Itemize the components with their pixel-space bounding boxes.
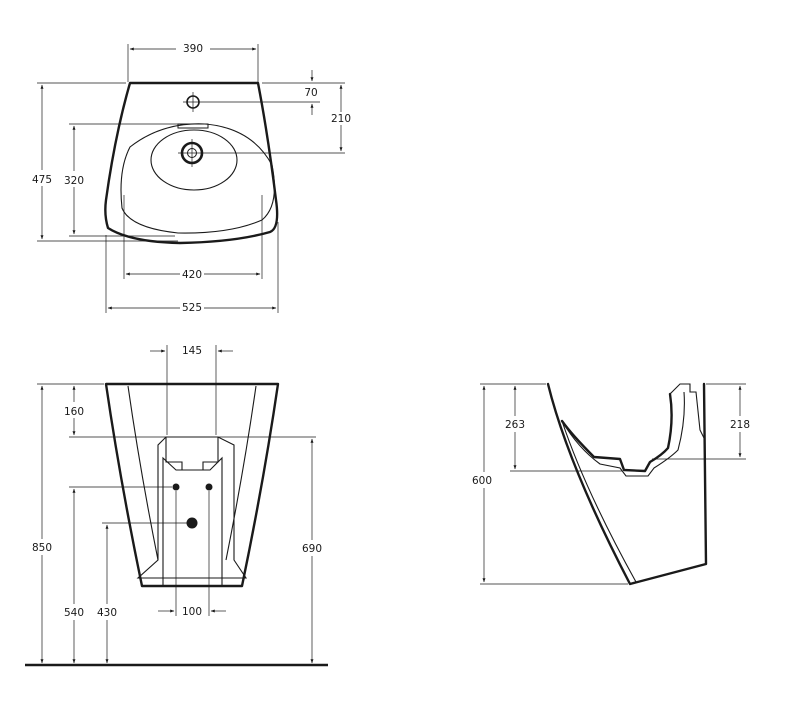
dim-width-top: 390 (183, 43, 203, 55)
top-view: 390 70 210 475 320 420 525 (32, 43, 351, 314)
side-view-bowl-profile (560, 392, 673, 473)
supply-hole-left (172, 483, 180, 491)
top-view-rim-ring (120, 123, 275, 234)
dim-bracket-height: 160 (64, 406, 84, 418)
front-view-right-inner-edge (225, 385, 257, 561)
dim-overall-projection: 600 (472, 475, 492, 487)
bowl-basin (150, 129, 238, 191)
dim-tap-hole-offset: 70 (304, 87, 317, 99)
dim-bowl-length: 320 (64, 175, 84, 187)
front-view-outer-outline (104, 382, 280, 588)
front-view-left-inner-edge (127, 385, 159, 561)
pedestal-inner (162, 456, 223, 585)
dim-overall-depth: 475 (32, 174, 52, 186)
waste-hole (186, 517, 198, 529)
dim-bracket-spacing: 145 (182, 345, 202, 357)
dim-overall-width: 525 (182, 302, 202, 314)
pedestal-bracket (165, 437, 219, 470)
dim-bowl-width: 420 (182, 269, 202, 281)
dim-supply-spacing: 100 (182, 606, 202, 618)
dim-bowl-depth: 263 (505, 419, 525, 431)
dim-rim-to-trap: 218 (730, 419, 750, 431)
side-view-bowl-inner (561, 391, 685, 477)
dim-pedestal-height: 690 (302, 543, 322, 555)
dim-bowl-depth-to-waste: 210 (331, 113, 351, 125)
dim-overall-height: 850 (32, 542, 52, 554)
side-view-outer-outline (546, 382, 708, 586)
front-view: 145 160 850 690 540 430 100 (25, 345, 328, 667)
side-view-wall-bracket (669, 383, 705, 439)
side-view: 263 600 218 (472, 382, 750, 586)
supply-hole-right (205, 483, 213, 491)
dim-waste-height: 430 (97, 607, 117, 619)
pedestal-cutout (136, 436, 248, 579)
dim-supply-height: 540 (64, 607, 84, 619)
overflow-slot (177, 123, 209, 129)
side-view-front-inner (561, 420, 637, 583)
